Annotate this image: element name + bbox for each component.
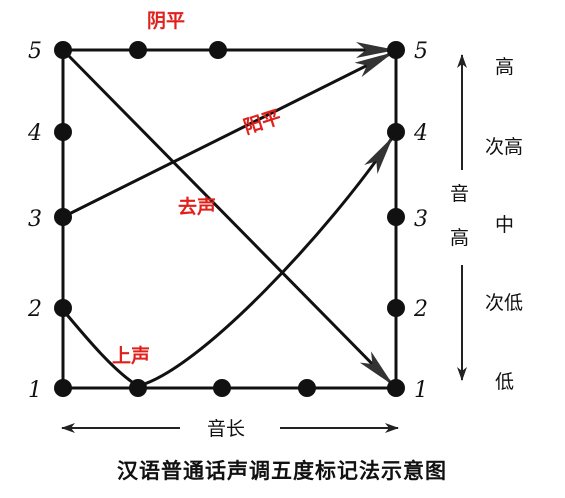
right-scale-3: 3 <box>414 207 428 232</box>
dot <box>54 379 72 397</box>
dot <box>387 299 405 317</box>
dot <box>387 123 405 141</box>
label-shangsheng: 上声 <box>112 344 150 367</box>
left-scale-4: 4 <box>27 121 42 146</box>
diagram-caption: 汉语普通话声调五度标记法示意图 <box>117 459 447 483</box>
label-qusheng: 去声 <box>178 195 216 218</box>
dot <box>54 299 72 317</box>
dot <box>129 41 147 59</box>
right-scale-4: 4 <box>413 121 428 146</box>
pitch-level-mid: 中 <box>495 214 514 236</box>
yangping-contour <box>62 51 394 219</box>
pitch-level-high: 高 <box>495 56 514 78</box>
left-scale-5: 5 <box>28 39 42 64</box>
left-scale-3: 3 <box>28 207 42 232</box>
pitch-level-mid-high: 次高 <box>485 136 523 158</box>
scale-dots <box>54 41 405 397</box>
label-yangping: 阳平 <box>241 106 284 139</box>
dot <box>209 41 227 59</box>
dot <box>54 41 72 59</box>
label-yinping: 阴平 <box>147 10 185 32</box>
pitch-axis-label-bottom: 高 <box>450 227 469 249</box>
qusheng-contour <box>61 48 394 386</box>
dot <box>387 41 405 59</box>
dot <box>298 379 316 397</box>
dot <box>129 379 147 397</box>
shangsheng-contour <box>61 136 394 388</box>
duration-axis-label: 音长 <box>207 418 245 440</box>
right-scale-1: 1 <box>414 378 428 403</box>
dot <box>54 123 72 141</box>
pitch-axis-label-top: 音 <box>450 183 469 205</box>
pitch-level-mid-low: 次低 <box>485 292 523 314</box>
pitch-level-low: 低 <box>495 371 514 393</box>
right-scale-2: 2 <box>413 297 428 322</box>
dot <box>54 208 72 226</box>
right-scale-5: 5 <box>414 39 428 64</box>
dot <box>387 208 405 226</box>
left-scale-1: 1 <box>28 378 42 403</box>
left-scale-2: 2 <box>27 297 42 322</box>
dot <box>387 379 405 397</box>
dot <box>213 379 231 397</box>
